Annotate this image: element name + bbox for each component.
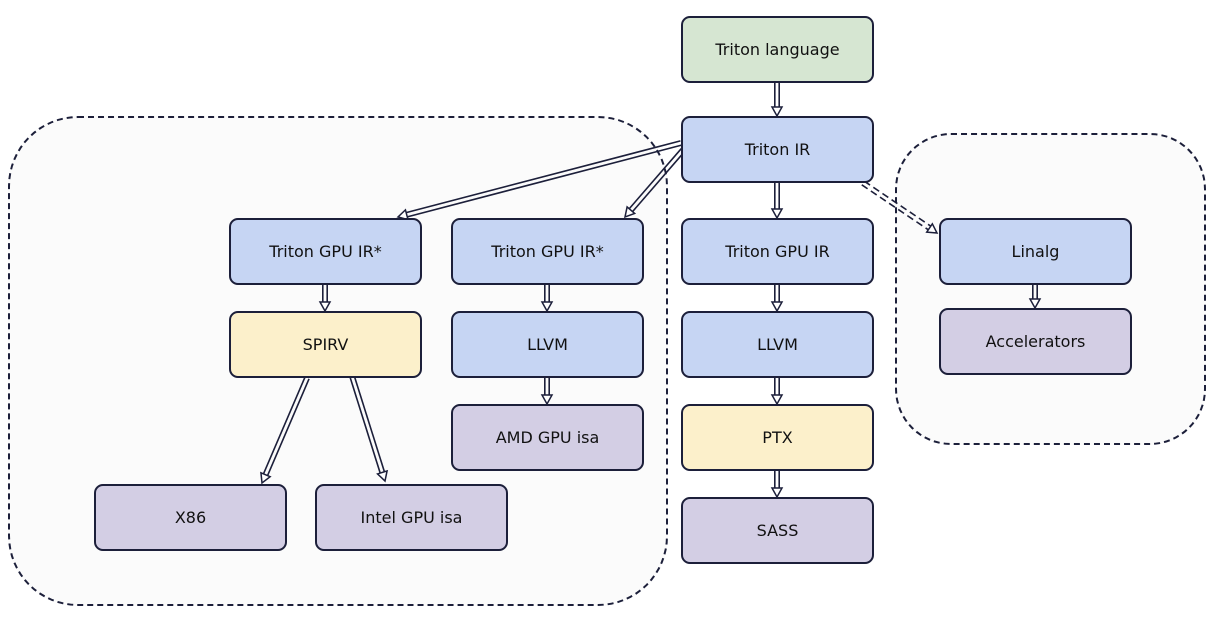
node-intel-gpu-isa: Intel GPU isa xyxy=(315,484,508,551)
node-llvm-amd-path: LLVM xyxy=(451,311,644,378)
node-llvm: LLVM xyxy=(681,311,874,378)
node-amd-gpu-isa: AMD GPU isa xyxy=(451,404,644,471)
node-ptx: PTX xyxy=(681,404,874,471)
edge-triton-ir-to-triton-gpu-ir-spirv xyxy=(396,140,682,221)
edge-triton-gpu-ir-spirv-to-spirv xyxy=(318,285,332,313)
node-triton-language: Triton language xyxy=(681,16,874,83)
edge-llvm-to-ptx xyxy=(770,378,784,406)
node-triton-gpu-ir-amd-path: Triton GPU IR* xyxy=(451,218,644,285)
edge-spirv-to-x86 xyxy=(260,376,310,485)
edge-triton-gpu-ir-to-llvm xyxy=(770,285,784,313)
edge-triton-ir-to-triton-gpu-ir xyxy=(770,183,784,220)
edge-triton-gpu-ir-amd-to-llvm-amd xyxy=(540,285,554,313)
edge-llvm-amd-to-amd-gpu-isa xyxy=(540,378,554,406)
node-sass: SASS xyxy=(681,497,874,564)
node-spirv: SPIRV xyxy=(229,311,422,378)
edge-triton-ir-to-triton-gpu-ir-amd xyxy=(623,148,686,219)
node-triton-gpu-ir-spirv-path: Triton GPU IR* xyxy=(229,218,422,285)
node-linalg: Linalg xyxy=(939,218,1132,285)
node-x86: X86 xyxy=(94,484,287,551)
edge-linalg-to-accelerators xyxy=(1028,283,1042,310)
node-triton-gpu-ir: Triton GPU IR xyxy=(681,218,874,285)
node-accelerators: Accelerators xyxy=(939,308,1132,375)
edge-triton-language-to-triton-ir xyxy=(770,83,784,118)
edge-triton-ir-to-linalg xyxy=(861,180,939,234)
group-linalg-backend xyxy=(895,133,1206,445)
edge-ptx-to-sass xyxy=(770,471,784,499)
edge-spirv-to-intel-gpu-isa xyxy=(349,375,389,483)
node-triton-ir: Triton IR xyxy=(681,116,874,183)
